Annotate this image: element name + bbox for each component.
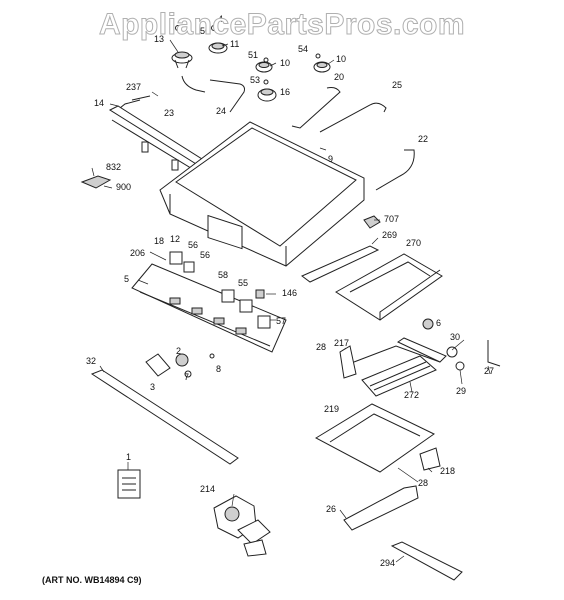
callout-218: 218: [440, 466, 455, 476]
small-fittings-top: [175, 25, 321, 85]
callout-146: 146: [282, 288, 297, 298]
callout-2: 2: [176, 346, 181, 356]
callout-272: 272: [404, 390, 419, 400]
heat-shield-272: [361, 355, 437, 397]
booklet-1: [117, 469, 141, 499]
callout-27: 27: [484, 366, 494, 376]
leader-lines: [99, 39, 491, 563]
callout-32: 32: [86, 356, 96, 366]
callout-9: 9: [328, 154, 333, 164]
callout-18: 18: [154, 236, 164, 246]
callout-22: 22: [418, 134, 428, 144]
callout-8: 8: [216, 364, 221, 374]
callout-54: 54: [298, 44, 308, 54]
callout-217: 217: [334, 338, 349, 348]
callout-11: 11: [230, 39, 239, 49]
callout-294: 294: [380, 558, 395, 568]
bracket-26: [343, 485, 419, 531]
burner-head-10b: [313, 61, 331, 73]
valves: [169, 251, 271, 329]
callout-900: 900: [116, 182, 131, 192]
callout-7: 7: [184, 372, 189, 382]
callout-832: 832: [106, 162, 121, 172]
callout-50: 50: [200, 26, 210, 36]
callout-13: 13: [154, 34, 164, 44]
callout-214: 214: [200, 484, 215, 494]
callout-10: 10: [280, 58, 290, 68]
callout-12: 12: [170, 234, 180, 244]
callout-1: 1: [126, 452, 131, 462]
art-number: (ART NO. WB14894 C9): [42, 575, 142, 585]
callout-labels: 13 50 4 11 51 10 54 10 237 53 20 16 25 2…: [86, 14, 494, 568]
callout-28: 28: [418, 478, 428, 488]
trim-294: [390, 541, 463, 581]
callout-206: 206: [130, 248, 145, 258]
burner-head-11: [208, 42, 228, 54]
callout-270: 270: [406, 238, 421, 248]
trim-32: [90, 369, 239, 465]
callout-24: 24: [216, 106, 226, 116]
burner-box-9: [159, 121, 365, 267]
bracket-3: [145, 353, 171, 377]
callout-58: 58: [218, 270, 228, 280]
bracket-900: [80, 167, 112, 189]
burner-head-13: [171, 51, 193, 69]
connector-707: [363, 215, 381, 229]
callout-55: 55: [238, 278, 248, 288]
callout-5: 5: [124, 274, 129, 284]
callout-219: 219: [324, 404, 339, 414]
callout-29: 29: [456, 386, 466, 396]
callout-20: 20: [334, 72, 344, 82]
callout-707: 707: [384, 214, 399, 224]
ignitor-218: [419, 447, 441, 471]
callout-10: 10: [336, 54, 346, 64]
callout-26: 26: [326, 504, 336, 514]
clips-7-8: [184, 353, 215, 378]
gas-tubes: [119, 75, 415, 191]
callout-3: 3: [150, 382, 155, 392]
callout-57: 57: [276, 316, 286, 326]
callout-14: 14: [94, 98, 104, 108]
regulator-214: [213, 495, 271, 557]
watermark: AppliancePartsPros.com: [98, 8, 466, 42]
shelf-269: [301, 245, 380, 283]
callout-56: 56: [200, 250, 210, 260]
callout-4: 4: [218, 14, 223, 24]
callout-51: 51: [248, 50, 258, 60]
callout-28: 28: [316, 342, 326, 352]
plate-219: [314, 403, 435, 473]
washer-6: [422, 318, 434, 330]
tray-270: [335, 253, 443, 321]
callout-269: 269: [382, 230, 397, 240]
callout-16: 16: [280, 87, 290, 97]
callout-25: 25: [392, 80, 402, 90]
callout-23: 23: [164, 108, 174, 118]
callout-237: 237: [126, 82, 141, 92]
knob-2: [175, 353, 189, 367]
callout-30: 30: [450, 332, 460, 342]
burner-head-16: [257, 88, 277, 102]
callout-6: 6: [436, 318, 441, 328]
callout-53: 53: [250, 75, 260, 85]
callout-56: 56: [188, 240, 198, 250]
manifold-panel-5: [131, 263, 287, 353]
burner-head-10a: [255, 61, 273, 73]
